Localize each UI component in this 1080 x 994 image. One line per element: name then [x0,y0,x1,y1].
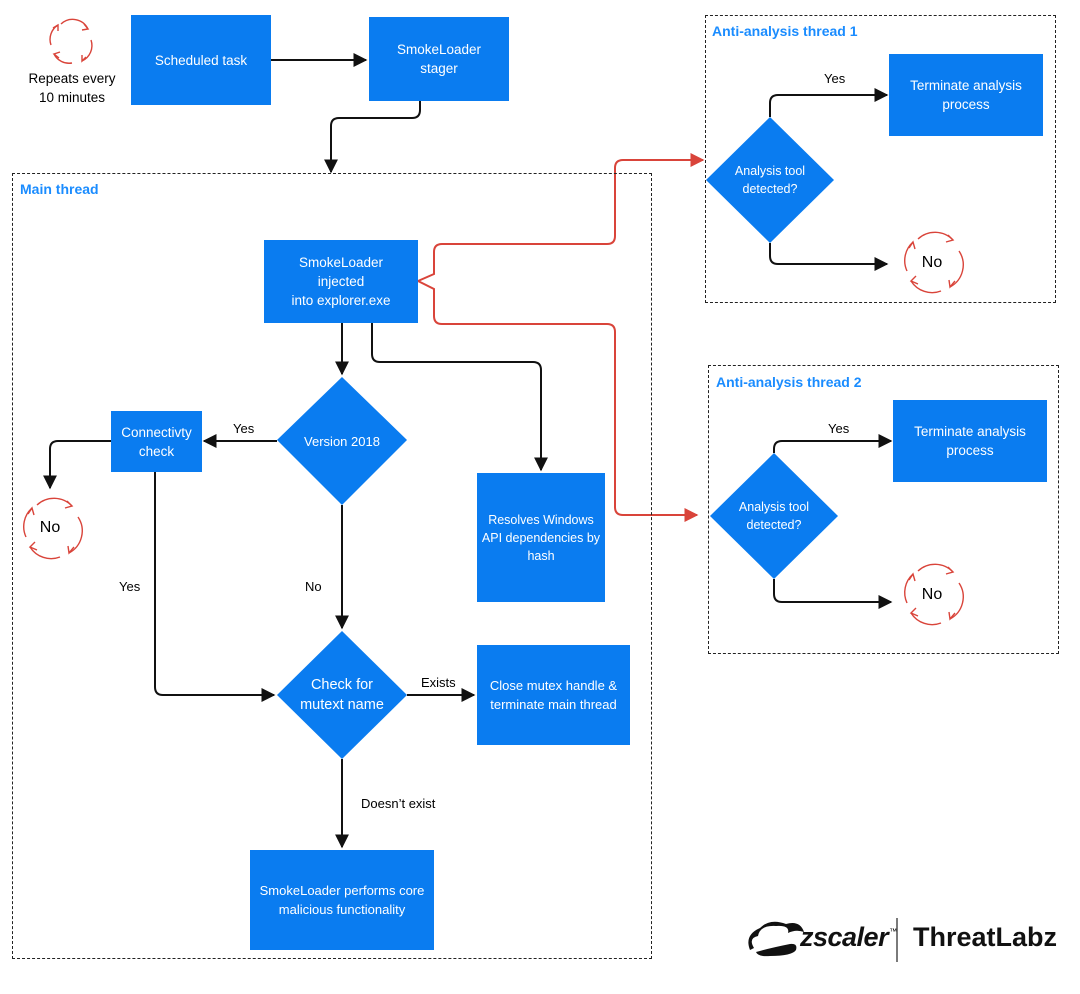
mutex-label-line1: Check for [310,677,374,693]
edge-stager-to-main [324,100,421,174]
zscaler-trademark: ™ [889,927,898,936]
anti2-no-label: No [921,586,943,603]
resolves-label-line2: API dependencies by [481,530,601,545]
main-thread-frame [12,173,652,959]
resolves-node: Resolves Windows API dependencies by has… [477,473,605,602]
anti1-terminate-line1: Terminate analysis [910,78,1022,93]
resolves-label-line3: hash [527,548,555,563]
connectivity-node: Connectivty check [111,411,202,472]
anti2-diamond [710,453,838,579]
injected-node: SmokeLoader injected into explorer.exe [264,240,418,323]
thread2-arrow [417,280,699,522]
anti2-decision-label: Analysis tool detected? [724,496,824,536]
anti1-no-label: No [921,254,943,271]
close-mutex-label-line2: terminate main thread [490,697,617,712]
resolves-label-line1: Resolves Windows [488,512,594,527]
connectivity-no-label: No [39,519,61,536]
loop-no-icon-anti2 [904,563,964,626]
loop-no-icon-connectivity [23,497,83,560]
core-label-line2: malicious functionality [278,902,406,917]
anti-analysis-thread-1-frame [705,15,1056,303]
edge-anti1-no [769,243,889,271]
repeat-label-line2: 10 minutes [38,90,106,105]
zscaler-logo-icon [748,921,804,957]
connectivity-yes-label: Yes [119,579,141,594]
version-yes-label: Yes [233,421,255,436]
version-label-text: Version 2018 [304,433,380,449]
threatlabz-wordmark: ThreatLabz [913,922,1058,952]
anti2-decision-line1: Analysis tool [738,500,810,514]
zscaler-logo: zscaler ™ [800,922,897,953]
repeat-legend: Repeats every 10 minutes [17,69,127,107]
anti1-decision-label: Analysis tool detected? [720,160,820,200]
version-label: Version 2018 [287,430,397,452]
edge-anti2-no [773,579,893,609]
injected-label-line1: SmokeLoader injected [298,255,384,289]
thread1-arrow [417,153,705,282]
zscaler-wordmark: zscaler [800,922,889,952]
repeat-label-line1: Repeats every [28,71,116,86]
anti2-yes-label: Yes [828,421,850,436]
mutex-label: Check for mutext name [282,674,402,716]
edge-connectivity-yes [154,472,276,702]
mutex-doesnt-exist-label: Doesn’t exist [361,796,436,811]
mutex-diamond [277,631,407,759]
stager-node: SmokeLoader stager [369,17,509,101]
core-functionality-node: SmokeLoader performs core malicious func… [250,850,434,950]
anti1-yes-label: Yes [824,71,846,86]
anti1-terminate-node: Terminate analysis process [889,54,1043,136]
edge-anti2-yes [773,434,893,453]
close-mutex-node: Close mutex handle & terminate main thre… [477,645,630,745]
version-no-label: No [305,579,322,594]
main-thread-title: Main thread [20,181,99,197]
scheduled-task-node: Scheduled task [131,15,271,105]
anti-analysis-thread-2-frame [708,365,1059,654]
anti2-terminate-node: Terminate analysis process [893,400,1047,482]
anti2-terminate-line2: process [946,443,994,458]
anti1-diamond [706,117,834,243]
edge-anti1-yes [769,88,889,117]
version-diamond [277,377,407,505]
anti2-decision-line2: detected? [746,518,802,532]
injected-label-line2: into explorer.exe [291,293,391,308]
repeat-cycle-icon [49,18,93,64]
anti1-decision-line2: detected? [742,182,798,196]
close-mutex-label-line1: Close mutex handle & [489,678,618,693]
stager-label: SmokeLoader stager [396,42,482,76]
anti1-decision-line1: Analysis tool [734,164,806,178]
edge-injected-to-resolves [371,323,548,472]
connectivity-label-line2: check [138,443,175,459]
edge-connectivity-no [43,440,111,490]
anti2-title: Anti-analysis thread 2 [716,374,862,390]
connectivity-label-line1: Connectivty [121,424,192,440]
mutex-exists-label: Exists [421,675,456,690]
mutex-label-line2: mutext name [300,697,384,713]
scheduled-task-label: Scheduled task [154,52,248,68]
anti2-terminate-line1: Terminate analysis [914,424,1026,439]
core-label-line1: SmokeLoader performs core [259,883,425,898]
anti1-title: Anti-analysis thread 1 [712,23,858,39]
threatlabz-logo: ThreatLabz [913,922,1057,953]
anti1-terminate-line2: process [942,97,990,112]
loop-no-icon-anti1 [904,231,964,294]
